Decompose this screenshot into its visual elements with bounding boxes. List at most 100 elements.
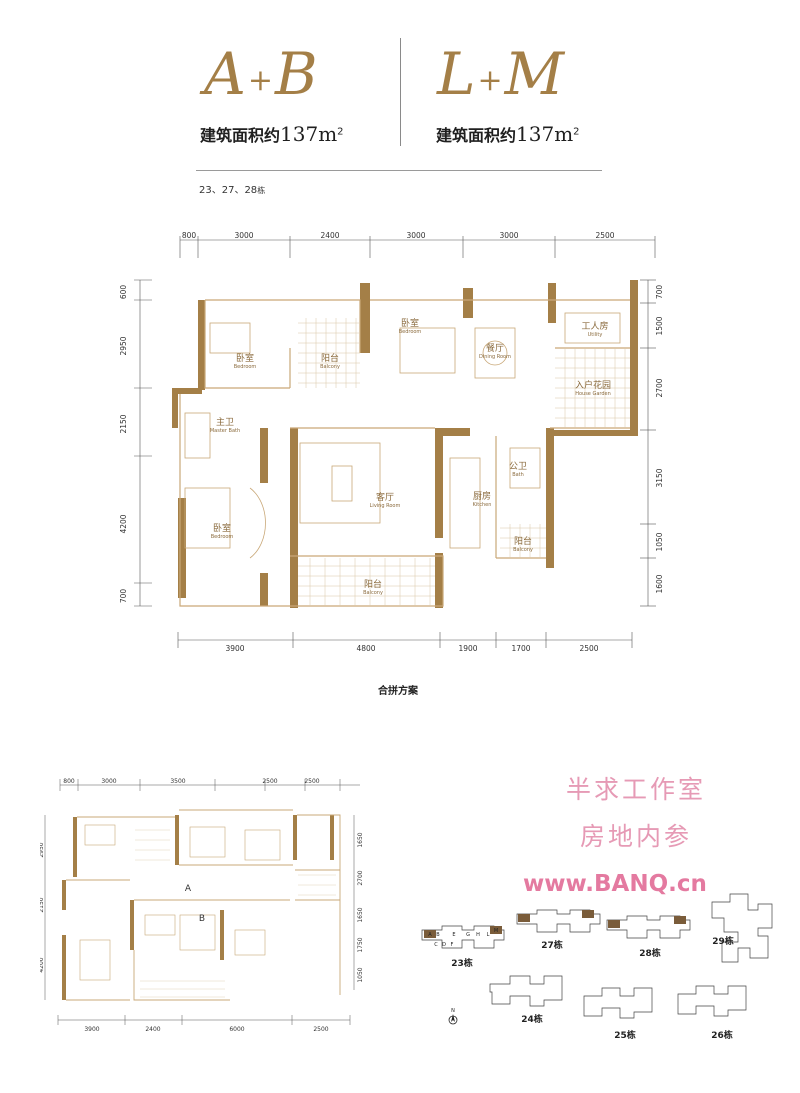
dim-bottom: 2500 xyxy=(313,1026,328,1033)
room-balcony: 阳台 xyxy=(321,352,339,364)
building-label-23: 23栋 xyxy=(451,957,473,969)
dim-left: 700 xyxy=(119,589,128,604)
room-master-bath-en: Master Bath xyxy=(210,428,240,434)
room-bedroom-en: Bedroom xyxy=(211,534,234,540)
building-label-27: 27栋 xyxy=(541,939,563,951)
unit-letter: E xyxy=(452,932,455,938)
watermark-line2: 房地内参 xyxy=(580,822,693,851)
room-bath-en: Bath xyxy=(512,472,524,478)
dim-top: 3000 xyxy=(234,231,253,240)
dim-right: 2700 xyxy=(357,870,364,885)
watermark-url: www.BANQ.cn xyxy=(523,871,707,897)
unit-label-b: B xyxy=(199,914,205,924)
unit-letter: A xyxy=(428,932,432,938)
building-numbers: 23、27、28 xyxy=(199,185,258,196)
area-sup: 2 xyxy=(573,126,580,138)
dim-top: 2500 xyxy=(304,778,319,785)
unit-label-a: A xyxy=(185,884,192,894)
dim-right: 1500 xyxy=(655,316,664,335)
unit-letter: H xyxy=(476,932,480,938)
dim-right: 1050 xyxy=(357,967,364,982)
unit-letter: F xyxy=(451,942,454,948)
dim-right: 1750 xyxy=(357,937,364,952)
unit-letter: D xyxy=(442,942,446,948)
area-label: 建筑面积约 xyxy=(436,126,517,145)
dim-right: 700 xyxy=(655,285,664,300)
dim-right: 1600 xyxy=(655,574,664,593)
dim-left: 4200 xyxy=(119,514,128,533)
dim-bottom: 3900 xyxy=(84,1026,99,1033)
unit-code-b: B xyxy=(275,40,320,108)
room-bath: 公卫 xyxy=(509,461,527,472)
room-utility: 工人房 xyxy=(581,320,608,332)
dim-left: 2950 xyxy=(40,842,45,857)
dim-left: 2150 xyxy=(40,897,45,912)
north-label: N xyxy=(451,1008,455,1014)
unit-code-m: M xyxy=(504,40,567,108)
dim-top: 3500 xyxy=(170,778,185,785)
unit-code-l: L xyxy=(437,40,478,108)
dim-bottom: 2500 xyxy=(579,644,598,653)
room-balcony-en: Balcony xyxy=(513,547,533,553)
room-bedroom: 卧室 xyxy=(236,352,254,364)
dim-top: 2500 xyxy=(595,231,614,240)
unit-letter: M xyxy=(494,928,498,934)
room-house-garden-en: House Garden xyxy=(575,391,611,397)
building-label-24: 24栋 xyxy=(521,1013,543,1025)
plus-sign: + xyxy=(477,63,505,98)
dim-top: 3000 xyxy=(406,231,425,240)
room-balcony-en: Balcony xyxy=(320,364,340,370)
room-balcony: 阳台 xyxy=(364,578,382,590)
room-bedroom-en: Bedroom xyxy=(234,364,257,370)
building-list: 23、27、28栋 xyxy=(199,181,265,196)
area-unit: m xyxy=(554,122,574,146)
title-right: L+M xyxy=(437,40,566,108)
dim-right: 1050 xyxy=(655,532,664,551)
dim-top: 3000 xyxy=(499,231,518,240)
room-dining-en: Dining Room xyxy=(479,354,511,360)
dim-right: 1650 xyxy=(357,907,364,922)
room-dining: 餐厅 xyxy=(486,342,504,354)
room-bedroom: 卧室 xyxy=(401,317,419,329)
dim-left: 600 xyxy=(119,285,128,300)
dim-top: 2500 xyxy=(262,778,277,785)
unit-letter: L xyxy=(487,932,490,938)
dim-top: 2400 xyxy=(320,231,339,240)
area-label: 建筑面积约 xyxy=(200,126,281,145)
main-floor-plan: 800 3000 2400 3000 3000 2500 3900 4800 1… xyxy=(119,231,664,653)
dim-bottom: 2400 xyxy=(145,1026,160,1033)
dim-bottom: 4800 xyxy=(356,644,375,653)
dim-bottom: 6000 xyxy=(229,1026,244,1033)
title-divider xyxy=(400,38,401,146)
site-plan: A B C D E F G H L M 23栋 27栋 28栋 29栋 24栋 … xyxy=(421,893,773,1041)
area-unit: m xyxy=(318,122,338,146)
north-arrow-icon: N xyxy=(448,1008,458,1025)
unit-code-a: A xyxy=(204,40,248,108)
dim-right: 2700 xyxy=(655,378,664,397)
dim-left: 2150 xyxy=(119,414,128,433)
unit-letter: C xyxy=(434,942,438,948)
dim-bottom: 1900 xyxy=(458,644,477,653)
room-bedroom-en: Bedroom xyxy=(399,329,422,335)
area-value: 137 xyxy=(280,122,319,146)
area-left: 建筑面积约137m2 xyxy=(200,122,344,146)
dim-top: 800 xyxy=(182,231,197,240)
title-left: A+B xyxy=(204,40,320,108)
room-balcony-en: Balcony xyxy=(363,590,383,596)
room-balcony: 阳台 xyxy=(514,535,532,547)
building-suffix: 栋 xyxy=(257,186,266,195)
area-value: 137 xyxy=(516,122,555,146)
dim-left: 4200 xyxy=(40,957,45,972)
unit-letter: G xyxy=(466,932,470,938)
building-label-28: 28栋 xyxy=(639,947,661,959)
area-sup: 2 xyxy=(337,126,344,138)
room-kitchen-en: Kitchen xyxy=(473,502,492,508)
watermark-line1: 半求工作室 xyxy=(566,775,707,804)
plus-sign: + xyxy=(247,63,276,98)
small-floor-plan: 800 3000 3500 2500 2500 3900 2400 6000 2… xyxy=(40,778,364,1033)
room-kitchen: 厨房 xyxy=(473,490,491,502)
room-living: 客厅 xyxy=(376,491,394,503)
room-house-garden: 入户花园 xyxy=(575,379,611,391)
plan-caption: 合拼方案 xyxy=(378,686,418,697)
dim-right: 1650 xyxy=(357,832,364,847)
